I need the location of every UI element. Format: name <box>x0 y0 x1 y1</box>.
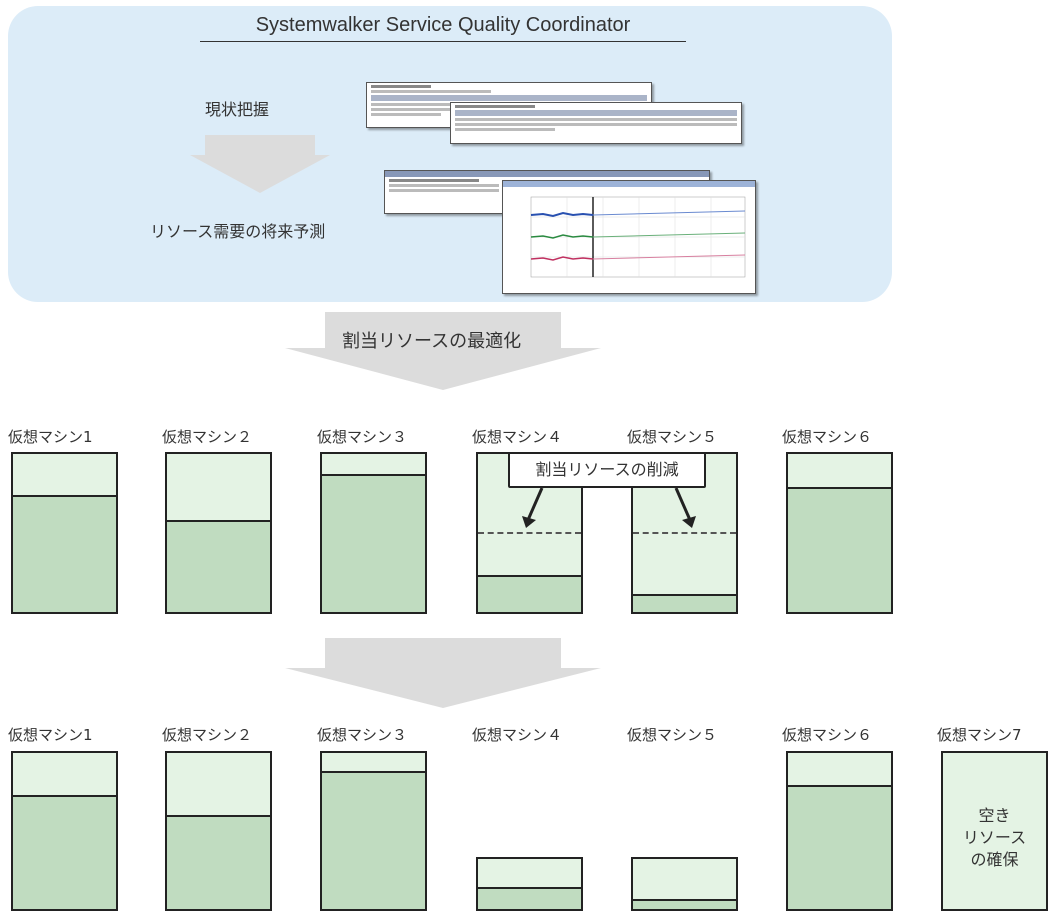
used-resource <box>478 575 581 612</box>
vm-label: 仮想マシン２ <box>162 428 253 446</box>
vm-resource-box <box>476 857 583 911</box>
forecast-graph-thumbnail <box>502 180 756 294</box>
free-resource-text: の確保 <box>970 850 1019 869</box>
vm-label: 仮想マシン7 <box>937 726 1022 744</box>
optimize-label: 割当リソースの最適化 <box>342 331 522 352</box>
vm-resource-box <box>11 452 118 614</box>
used-resource <box>167 520 270 612</box>
down-arrow-icon <box>285 312 601 390</box>
free-resource-text: 空き <box>978 806 1011 825</box>
vm-resource-box <box>165 751 272 911</box>
used-resource <box>478 887 581 909</box>
reduced-allocation-line <box>478 532 581 534</box>
vm-resource-box <box>11 751 118 911</box>
free-resource-text: リソース <box>962 828 1027 847</box>
vm-resource-box <box>320 751 427 911</box>
forecast-line-chart <box>530 196 746 278</box>
down-arrow-icon <box>190 135 330 193</box>
vm-label: 仮想マシン６ <box>782 428 873 446</box>
vm-resource-box <box>320 452 427 614</box>
used-resource <box>13 495 116 612</box>
monitoring-panel <box>8 6 892 302</box>
used-resource <box>322 474 425 612</box>
step-forecast: リソース需要の将来予測 <box>150 222 326 241</box>
reduce-callout: 割当リソースの削減 <box>508 452 706 488</box>
vm-resource-box <box>631 857 738 911</box>
vm-label: 仮想マシン４ <box>472 428 563 446</box>
used-resource <box>788 785 891 909</box>
vm-label: 仮想マシン３ <box>317 428 408 446</box>
used-resource <box>633 899 736 909</box>
down-arrow-icon <box>285 638 601 708</box>
used-resource <box>633 594 736 612</box>
vm-label: 仮想マシン1 <box>8 428 93 446</box>
vm-resource-box <box>165 452 272 614</box>
vm-resource-box <box>786 452 893 614</box>
used-resource <box>13 795 116 909</box>
vm-label: 仮想マシン1 <box>8 726 93 744</box>
arrow-down-left-icon <box>522 487 544 528</box>
vm-label: 仮想マシン５ <box>627 726 718 744</box>
vm-label: 仮想マシン４ <box>472 726 563 744</box>
used-resource <box>322 771 425 909</box>
vm-label: 仮想マシン３ <box>317 726 408 744</box>
step-current-state: 現状把握 <box>205 100 270 119</box>
used-resource <box>167 815 270 909</box>
vm-label: 仮想マシン６ <box>782 726 873 744</box>
app-title: Systemwalker Service Quality Coordinator <box>200 14 686 42</box>
free-resource-box: 空き リソース の確保 <box>941 751 1048 911</box>
report-table-thumbnail <box>450 102 742 144</box>
reduced-allocation-line <box>633 532 736 534</box>
vm-label: 仮想マシン５ <box>627 428 718 446</box>
used-resource <box>788 487 891 612</box>
arrow-down-right-icon <box>674 487 696 528</box>
vm-resource-box <box>786 751 893 911</box>
vm-label: 仮想マシン２ <box>162 726 253 744</box>
